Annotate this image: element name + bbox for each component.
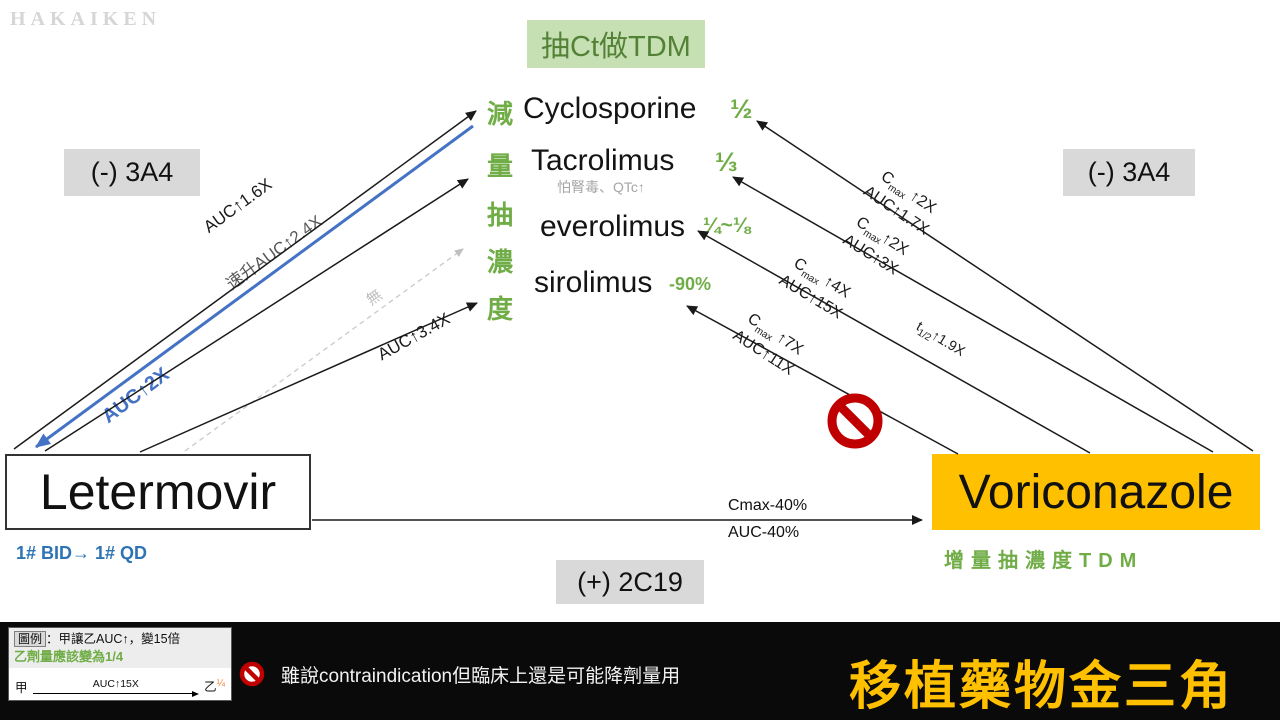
drug-everolimus: everolimus bbox=[540, 210, 686, 243]
dose-sirolimus: -90% bbox=[669, 274, 712, 294]
legend-row2: 乙劑量應該變為1/4 bbox=[14, 648, 124, 664]
legend-explain: 甲讓乙AUC↑，變15倍 bbox=[58, 632, 181, 646]
label-vori-everolimus: Cmax ↑4X AUC↑15X bbox=[775, 252, 857, 324]
column-char-reduce: 減 bbox=[487, 99, 514, 129]
column-char-level: 度 bbox=[487, 294, 514, 324]
letermovir-box: Letermovir bbox=[5, 454, 311, 530]
enzyme-left-3a4: (-) 3A4 bbox=[64, 149, 200, 196]
drug-cyclosporine: Cyclosporine bbox=[523, 92, 697, 125]
legend-arrow: AUC↑15X bbox=[32, 670, 200, 698]
watermark: HAKAIKEN bbox=[10, 8, 162, 30]
label-letermovir-vori-cmax: Cmax-40% bbox=[728, 497, 808, 514]
tdm-note: 抽Ct做TDM bbox=[527, 20, 705, 68]
legend-box: 圖例：甲讓乙AUC↑，變15倍 乙劑量應該變為1/4 甲 AUC↑15X 乙¼ bbox=[8, 627, 232, 702]
legend-drug-b: 乙¼ bbox=[204, 678, 225, 695]
label-letermovir-tacrolimus: 速升AUC↑2.4X bbox=[222, 211, 326, 294]
label-vori-everolimus-halflife: t1/2↑1.9X bbox=[913, 317, 969, 360]
label-letermovir-everolimus-none: 無 bbox=[363, 286, 386, 310]
enzyme-right-3a4: (-) 3A4 bbox=[1063, 149, 1195, 196]
footer-title: 移植藥物金三角 bbox=[849, 658, 1235, 716]
prohibition-icon bbox=[827, 393, 883, 449]
drug-tacrolimus: Tacrolimus bbox=[531, 144, 675, 177]
voriconazole-box: Voriconazole bbox=[932, 454, 1260, 530]
dose-cyclosporine: ½ bbox=[730, 94, 753, 124]
legend-drug-a: 甲 bbox=[15, 680, 28, 695]
dose-everolimus: ¼~⅛ bbox=[703, 214, 751, 237]
column-char-draw: 抽 bbox=[487, 200, 514, 230]
enzyme-bottom-2c19: (+) 2C19 bbox=[556, 560, 704, 604]
legend-colon: ： bbox=[46, 632, 59, 646]
legend-drug-b-fraction: ¼ bbox=[216, 678, 225, 690]
tacrolimus-warning: 怕腎毒、QTc↑ bbox=[557, 179, 645, 195]
letermovir-dose-change: 1# BID→ 1# QD bbox=[16, 543, 148, 563]
drug-sirolimus: sirolimus bbox=[534, 266, 653, 299]
column-char-dose: 量 bbox=[487, 151, 514, 181]
column-char-conc: 濃 bbox=[487, 247, 514, 277]
legend-arrow-label: AUC↑15X bbox=[92, 678, 139, 691]
legend-arrow-line-icon bbox=[32, 691, 199, 698]
label-letermovir-cyclosporine: AUC↑1.6X bbox=[200, 174, 276, 237]
dose-tacrolimus: ⅓ bbox=[715, 147, 738, 177]
label-letermovir-sirolimus: AUC↑3.4X bbox=[374, 309, 454, 365]
legend-diagram: 甲 AUC↑15X 乙¼ bbox=[9, 668, 231, 701]
legend-title: 圖例 bbox=[14, 631, 47, 647]
legend-row1: 圖例：甲讓乙AUC↑，變15倍 bbox=[14, 631, 226, 648]
label-reverse-auc2x: AUC↑2X bbox=[98, 363, 174, 428]
footer-note: 雖說contraindication但臨床上還是可能降劑量用 bbox=[281, 666, 681, 687]
voriconazole-tdm-note: 增量抽濃度TDM bbox=[944, 550, 1144, 572]
label-vori-sirolimus: Cmax ↑7X AUC↑11X bbox=[729, 308, 810, 381]
arrow-vori-to-tacrolimus bbox=[732, 176, 1214, 453]
label-letermovir-vori-auc: AUC-40% bbox=[728, 524, 800, 541]
